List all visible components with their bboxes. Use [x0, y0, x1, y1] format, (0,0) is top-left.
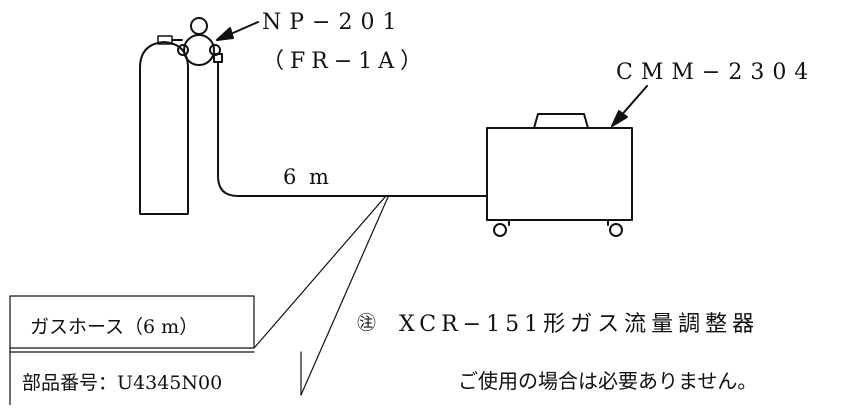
parts-name: ガスホース（6 m） [30, 316, 199, 338]
parts-box [9, 295, 302, 406]
hose-length-label: 6 m [283, 165, 332, 189]
unit-leader [611, 85, 648, 127]
regulator-model-label: NP−201 [262, 10, 405, 35]
hose-leader [254, 196, 389, 396]
regulator-alt-model-label: （FR−1A） [262, 49, 429, 74]
parts-number: 部品番号：U4345N00 [22, 372, 223, 394]
unit-model-label: CMM−2304 [616, 60, 817, 85]
cmm-unit [486, 113, 633, 237]
gas-cylinder [139, 35, 189, 215]
note-mark-icon: ㊟ [357, 312, 377, 334]
pressure-regulator [171, 17, 223, 66]
gas-hose [217, 61, 488, 197]
note-line-2: ご使用の場合は必要ありません。 [458, 369, 758, 393]
note-line-1: XCR−151形ガス流量調整器 [399, 312, 760, 337]
regulator-leader [216, 21, 259, 41]
